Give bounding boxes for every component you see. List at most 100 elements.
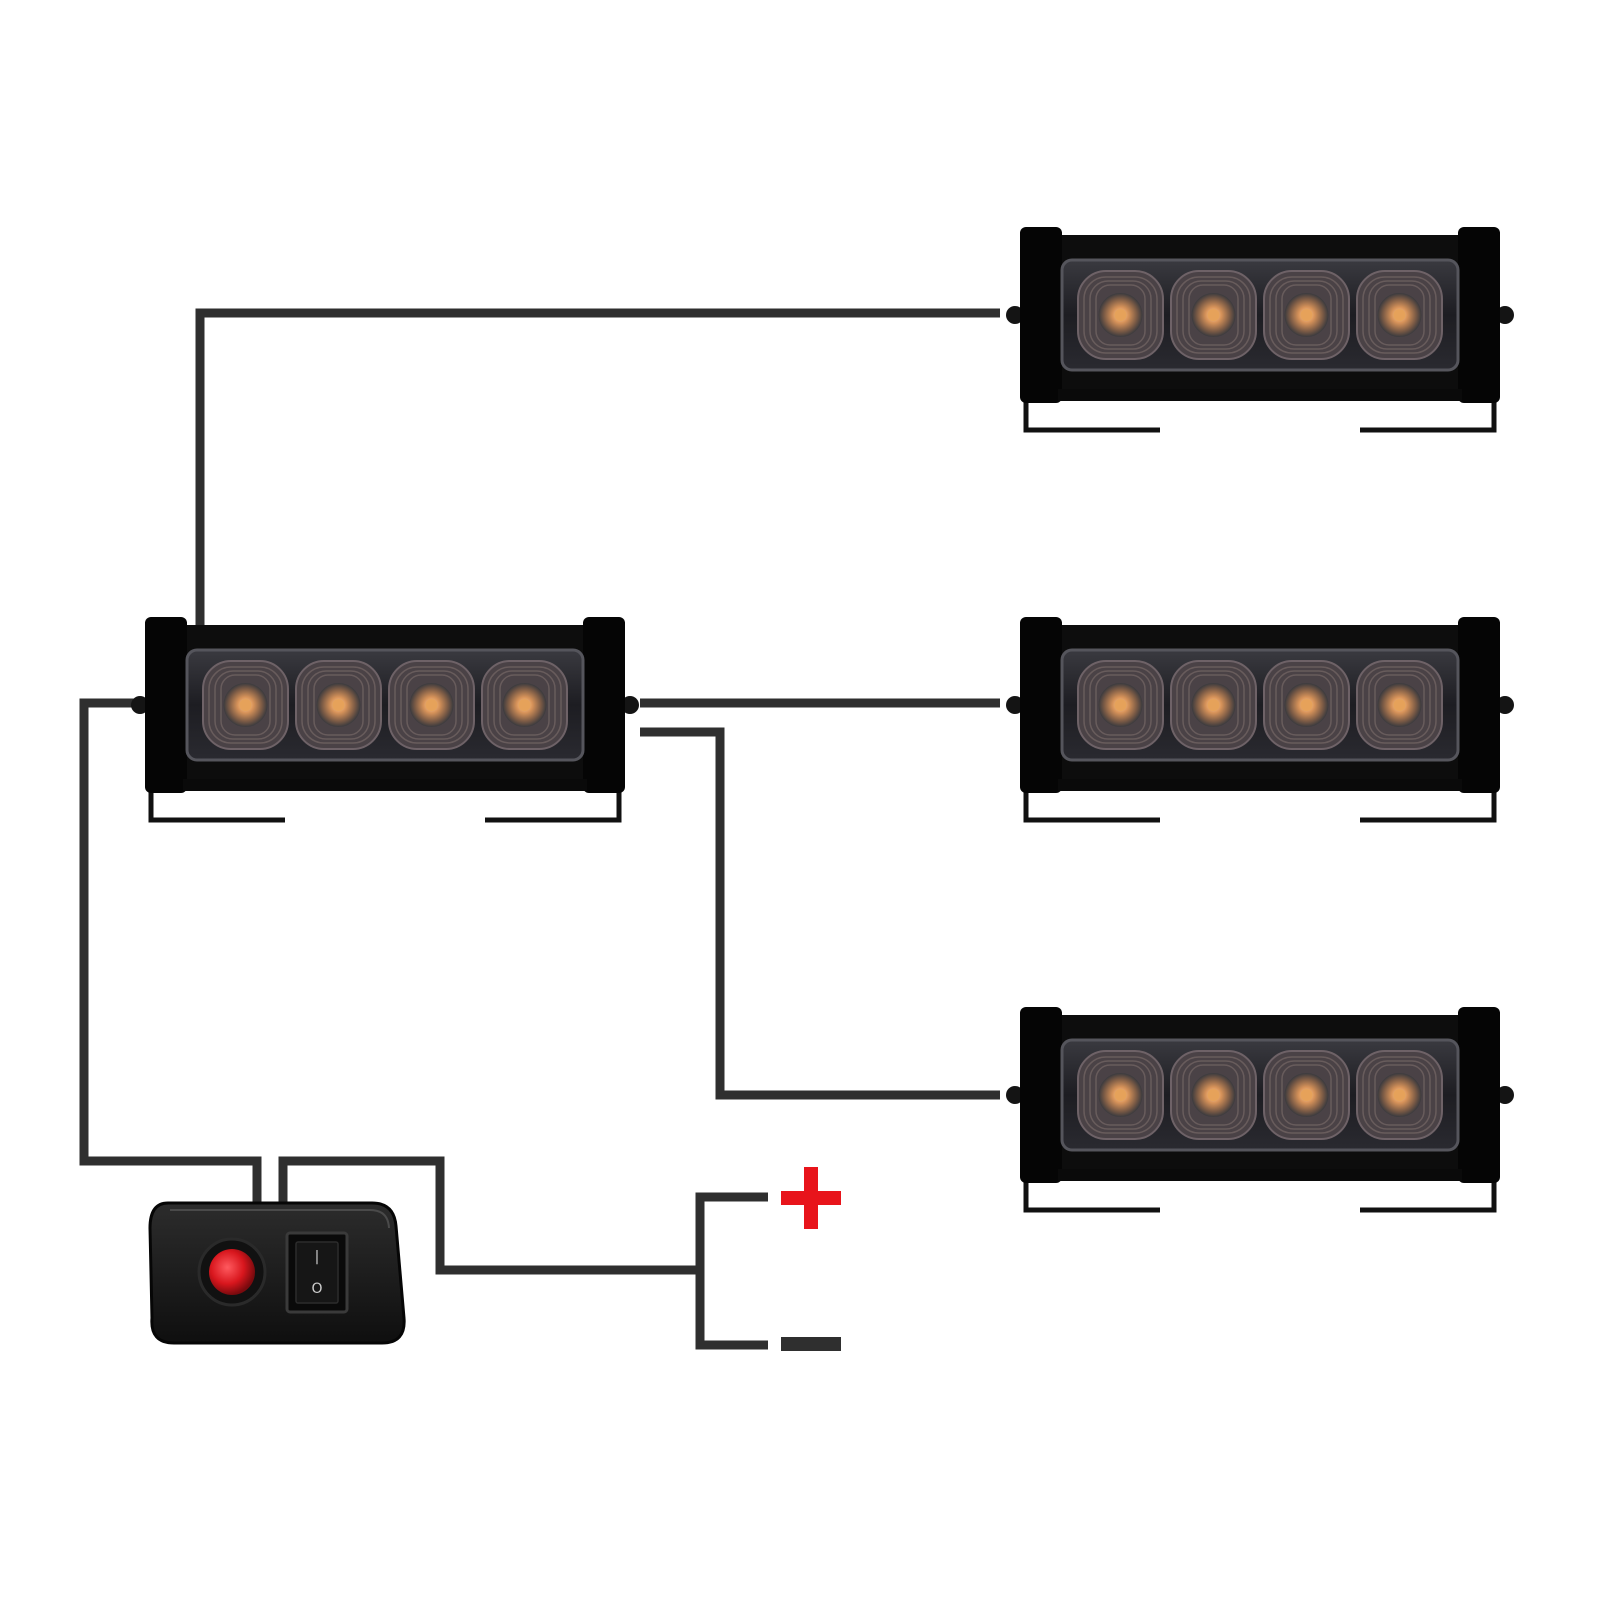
led-module <box>388 660 475 750</box>
led-core <box>1393 1089 1406 1101</box>
wire-main-to-switch <box>79 698 262 1205</box>
led-core <box>1300 1089 1313 1101</box>
led-core <box>1207 699 1220 711</box>
power-terminals: + − <box>781 1167 841 1351</box>
push-button-cap[interactable] <box>209 1249 255 1295</box>
led-reflector-ridge <box>208 666 283 744</box>
led-core <box>1114 699 1127 711</box>
led-reflector-ridge <box>400 670 463 740</box>
led-module <box>481 660 568 750</box>
led-reflector-ridge <box>1269 276 1344 354</box>
led-reflector-ridge <box>1083 666 1158 744</box>
wires <box>79 308 1000 1350</box>
led-core <box>518 699 531 711</box>
led-reflector-ridge <box>1188 284 1239 346</box>
led-reflector-ridge <box>1188 1064 1239 1126</box>
light-bar-bottom-right <box>1006 1007 1514 1213</box>
rocker-switch-icon[interactable]: | O <box>285 1231 349 1314</box>
led-reflector-ridge <box>1095 674 1146 736</box>
bar-base-plate <box>1058 389 1462 401</box>
led-module <box>1356 660 1443 750</box>
led-reflector-ridge <box>1374 284 1425 346</box>
rocker-on-label: | <box>315 1249 320 1265</box>
led-reflector-ridge <box>1368 280 1431 350</box>
side-knob-right <box>621 696 639 714</box>
led-module <box>1263 660 1350 750</box>
side-knob-left <box>131 696 149 714</box>
led-reflector-ridge <box>1089 280 1152 350</box>
side-knob-left <box>1006 1086 1024 1104</box>
wire-positive-terminal <box>695 1192 768 1270</box>
led-reflector-ridge <box>1281 1064 1332 1126</box>
led-reflector-ridge <box>214 670 277 740</box>
led-reflector-ridge <box>1083 276 1158 354</box>
end-cap-right <box>1458 227 1500 403</box>
wire-negative-terminal <box>695 1270 768 1350</box>
side-knob-left <box>1006 696 1024 714</box>
led-core <box>1114 1089 1127 1101</box>
led-module <box>1170 660 1257 750</box>
led-module <box>1263 1050 1350 1140</box>
led-core <box>1300 699 1313 711</box>
led-core <box>1207 1089 1220 1101</box>
control-switch[interactable]: | O <box>148 1201 406 1345</box>
led-reflector-ridge <box>1368 670 1431 740</box>
led-reflector-ridge <box>1182 280 1245 350</box>
light-bar-main <box>131 617 639 823</box>
positive-terminal: + <box>781 1167 841 1229</box>
end-cap-right <box>583 617 625 793</box>
end-cap-left <box>1020 1007 1062 1183</box>
positive-sign-vertical <box>804 1167 818 1229</box>
bar-base-plate <box>1058 1169 1462 1181</box>
led-reflector-ridge <box>307 670 370 740</box>
light-bar-middle-right <box>1006 617 1514 823</box>
led-reflector-ridge <box>1083 1056 1158 1134</box>
end-cap-right <box>1458 617 1500 793</box>
led-reflector-ridge <box>1176 276 1251 354</box>
led-module <box>295 660 382 750</box>
led-reflector-ridge <box>1188 674 1239 736</box>
led-module <box>202 660 289 750</box>
led-reflector-ridge <box>1362 276 1437 354</box>
led-module <box>1170 270 1257 360</box>
led-reflector-ridge <box>406 674 457 736</box>
side-knob-right <box>1496 1086 1514 1104</box>
led-core <box>1393 309 1406 321</box>
led-reflector-ridge <box>1275 280 1338 350</box>
led-core <box>332 699 345 711</box>
led-reflector-ridge <box>493 670 556 740</box>
led-module <box>1077 270 1164 360</box>
led-reflector-ridge <box>1182 1060 1245 1130</box>
side-knob-left <box>1006 306 1024 324</box>
led-module <box>1077 660 1164 750</box>
led-core <box>1114 309 1127 321</box>
led-reflector-ridge <box>313 674 364 736</box>
led-reflector-ridge <box>1176 666 1251 744</box>
wire-main-to-bottom-bar <box>640 727 1000 1100</box>
led-module <box>1263 270 1350 360</box>
led-core <box>1393 699 1406 711</box>
light-bars <box>131 227 1514 1213</box>
led-reflector-ridge <box>394 666 469 744</box>
led-reflector-ridge <box>1275 1060 1338 1130</box>
rocker-paddle[interactable] <box>295 1241 339 1304</box>
led-reflector-ridge <box>1089 1060 1152 1130</box>
led-core <box>239 699 252 711</box>
end-cap-left <box>1020 227 1062 403</box>
led-reflector-ridge <box>1368 1060 1431 1130</box>
end-cap-left <box>1020 617 1062 793</box>
light-bar-top-right <box>1006 227 1514 433</box>
led-module <box>1170 1050 1257 1140</box>
bar-base-plate <box>1058 779 1462 791</box>
negative-terminal: − <box>781 1337 841 1351</box>
led-module <box>1356 1050 1443 1140</box>
led-reflector-ridge <box>1281 284 1332 346</box>
red-push-button-icon[interactable] <box>197 1237 267 1307</box>
led-reflector-ridge <box>1269 666 1344 744</box>
led-reflector-ridge <box>499 674 550 736</box>
led-reflector-ridge <box>1095 284 1146 346</box>
led-reflector-ridge <box>1374 1064 1425 1126</box>
side-knob-right <box>1496 306 1514 324</box>
led-module <box>1356 270 1443 360</box>
